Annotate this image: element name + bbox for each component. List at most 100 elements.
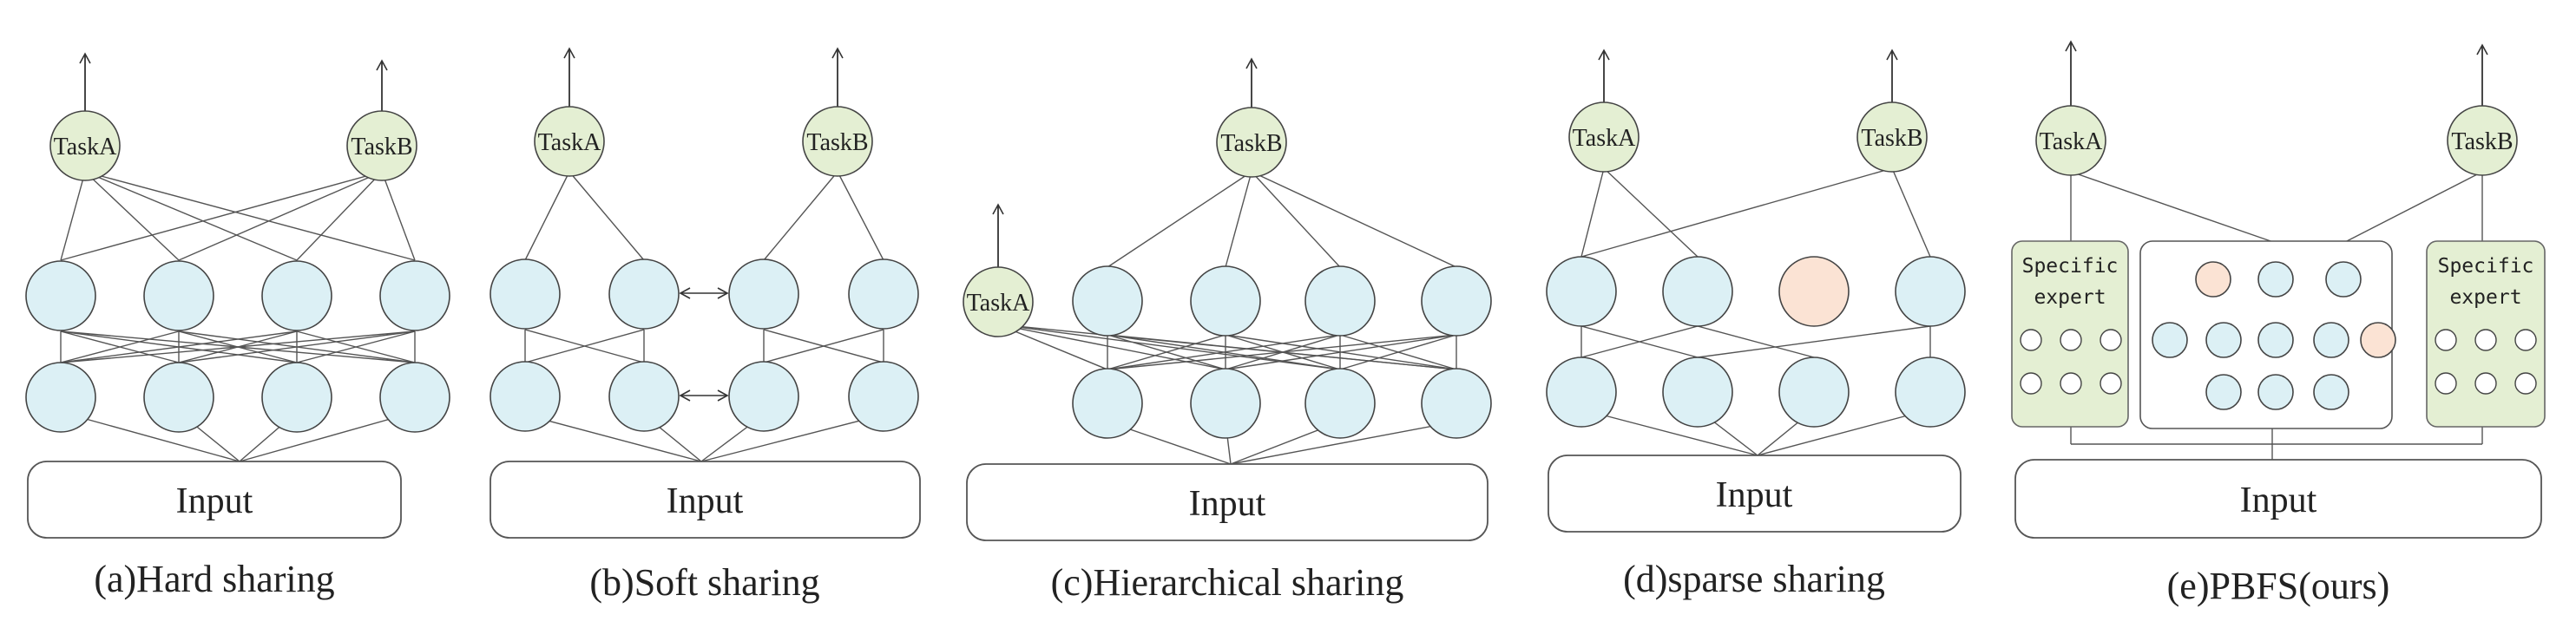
task-b-label: TaskB (1220, 130, 1282, 157)
shared-node (25, 362, 96, 433)
input-box (27, 461, 402, 539)
task-a-node (534, 106, 605, 177)
panel-hard-sharing: TaskA TaskB Input (a)Hard sharing (25, 52, 450, 600)
panel-caption: (a)Hard sharing (94, 558, 334, 600)
input-box (2014, 459, 2542, 539)
task-b-node (802, 106, 873, 177)
panel-caption: (b)Soft sharing (589, 561, 819, 604)
task-a-node (963, 266, 1034, 337)
shared-node (490, 361, 561, 432)
shared-node (490, 258, 561, 330)
expert-neuron (2100, 372, 2122, 395)
shared-node (1662, 256, 1733, 327)
task-b-label: TaskB (806, 129, 868, 156)
panel-soft-sharing: TaskA TaskB Input (b)Soft sharing (490, 47, 921, 604)
task-a-node (1568, 101, 1640, 173)
expert-neuron (2435, 329, 2457, 351)
shared-node (25, 260, 96, 331)
shared-node (2257, 261, 2294, 298)
shared-node (608, 361, 680, 432)
shared-node (2257, 374, 2294, 410)
inactive-node (2195, 261, 2231, 298)
shared-node (2313, 322, 2349, 358)
inactive-node (1778, 256, 1850, 327)
task-b-label: TaskB (351, 134, 412, 160)
expert-neuron (2020, 372, 2042, 395)
expert-neuron (2514, 329, 2537, 351)
panel-c-edges (997, 171, 1457, 465)
expert-neuron (2020, 329, 2042, 351)
shared-node (848, 361, 919, 432)
task-a-label: TaskA (967, 290, 1030, 317)
task-b-node (1216, 107, 1287, 178)
input-label: Input (1189, 484, 1266, 524)
shared-node (1662, 357, 1733, 428)
task-a-node (49, 110, 121, 181)
shared-node (143, 362, 214, 433)
expert-neuron (2474, 372, 2497, 395)
task-a-node (2035, 105, 2106, 176)
shared-node (143, 260, 214, 331)
input-label: Input (2240, 481, 2317, 520)
expert-label-line2: expert (2034, 286, 2106, 309)
shared-node (379, 260, 450, 331)
task-a-label: TaskA (1573, 125, 1636, 152)
panel-d-edges (1580, 167, 1931, 456)
shared-node (1895, 357, 1966, 428)
expert-neuron (2474, 329, 2497, 351)
task-a-label: TaskA (2040, 128, 2103, 155)
task-b-label: TaskB (2451, 128, 2513, 155)
shared-node (2257, 322, 2294, 358)
shared-node (608, 258, 680, 330)
shared-node (2325, 261, 2362, 298)
shared-node (1895, 256, 1966, 327)
shared-node (1072, 368, 1143, 439)
shared-node (1421, 368, 1492, 439)
shared-node (728, 258, 799, 330)
shared-node (1421, 265, 1492, 337)
task-b-node (1856, 101, 1928, 173)
expert-label-line2: expert (2449, 286, 2521, 309)
input-box (966, 463, 1488, 541)
shared-node (379, 362, 450, 433)
input-label: Input (1716, 475, 1793, 515)
expert-neuron (2060, 372, 2082, 395)
shared-node (1778, 357, 1850, 428)
input-label: Input (667, 481, 744, 521)
shared-node (261, 362, 332, 433)
task-b-node (346, 110, 417, 181)
shared-node (1190, 265, 1261, 337)
shared-node (1190, 368, 1261, 439)
panel-a-edges (60, 171, 416, 462)
expert-neuron (2100, 329, 2122, 351)
expert-label-line1: Specific (2022, 255, 2119, 278)
shared-node (1072, 265, 1143, 337)
shared-node (1304, 368, 1376, 439)
panel-caption: (c)Hierarchical sharing (1051, 561, 1404, 604)
panel-caption: (e)PBFS(ours) (2167, 565, 2390, 607)
task-a-label: TaskA (538, 129, 601, 156)
input-label: Input (176, 481, 253, 521)
shared-node (728, 361, 799, 432)
expert-label-line1: Specific (2438, 255, 2534, 278)
task-a-label: TaskA (54, 134, 117, 160)
panel-hierarchical-sharing: TaskA TaskB Input (c)Hierarchical sharin… (963, 57, 1492, 604)
task-b-node (2447, 105, 2518, 176)
shared-node (848, 258, 919, 330)
panel-caption: (d)sparse sharing (1623, 558, 1885, 600)
shared-node (1546, 256, 1617, 327)
panel-pbfs: TaskA TaskB Specific expert Specific exp… (2011, 40, 2546, 607)
shared-node (2205, 322, 2242, 358)
input-box (1548, 455, 1962, 533)
expert-neuron (2435, 372, 2457, 395)
task-b-label: TaskB (1861, 125, 1922, 152)
inactive-node (2360, 322, 2396, 358)
shared-node (2152, 322, 2188, 358)
expert-neuron (2514, 372, 2537, 395)
input-box (490, 461, 921, 539)
shared-node (1546, 357, 1617, 428)
expert-neuron (2060, 329, 2082, 351)
shared-node (1304, 265, 1376, 337)
shared-node (261, 260, 332, 331)
